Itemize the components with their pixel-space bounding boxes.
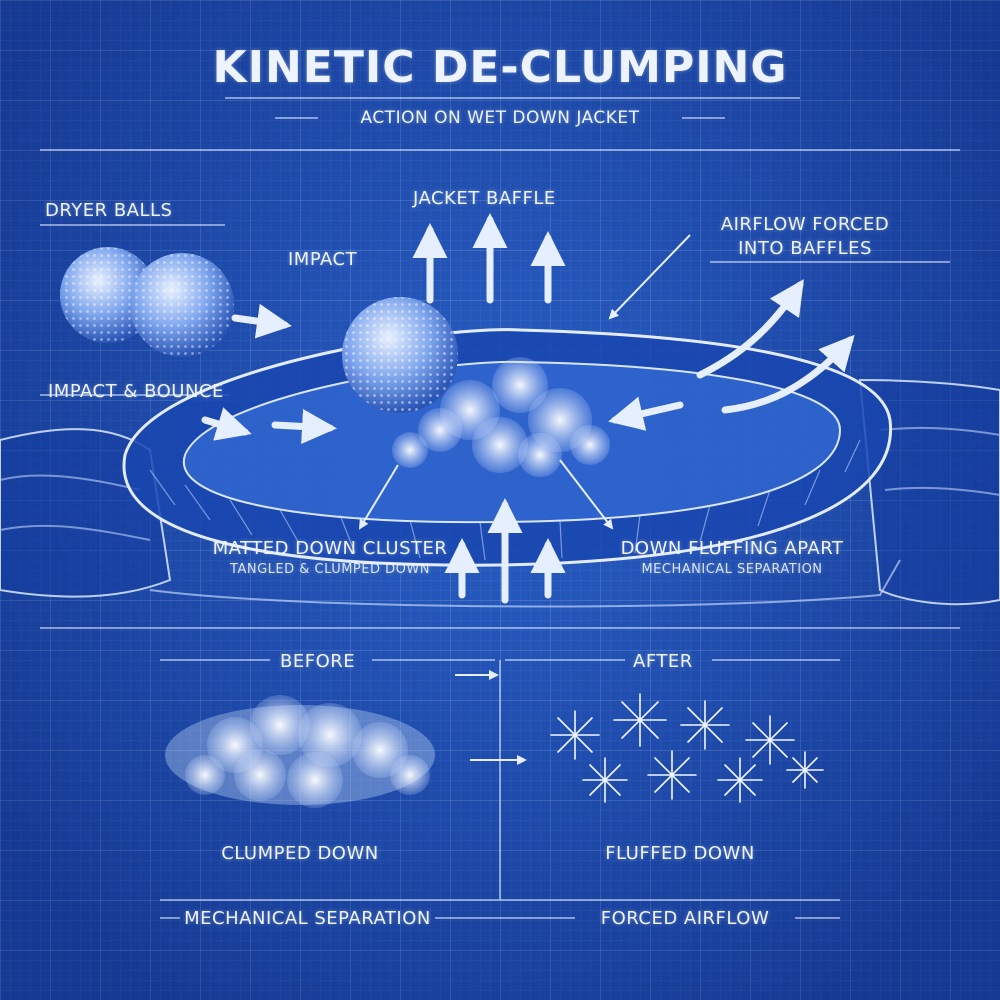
diagram-subtitle: ACTION ON WET DOWN JACKET (360, 108, 640, 128)
label-before: BEFORE (280, 651, 356, 672)
label-matted-cluster-sub: TANGLED & CLUMPED DOWN (230, 562, 430, 577)
label-fluffed-down: FLUFFED DOWN (605, 843, 755, 864)
clumped-down-illustration (165, 695, 435, 808)
diagram-title: KINETIC DE-CLUMPING (212, 42, 788, 93)
frame-lines (40, 97, 960, 919)
label-impact-bounce: IMPACT & BOUNCE (48, 381, 224, 402)
leader-lines (358, 234, 691, 765)
footer-forced-airflow: FORCED AIRFLOW (600, 908, 770, 929)
label-fluffing-apart: DOWN FLUFFING APART (620, 538, 844, 559)
label-clumped-down: CLUMPED DOWN (221, 843, 379, 864)
label-jacket-baffle: JACKET BAFFLE (413, 188, 556, 209)
dryer-balls (60, 247, 458, 413)
motion-arrows (201, 213, 855, 604)
label-impact: IMPACT (288, 249, 358, 270)
label-matted-cluster: MATTED DOWN CLUSTER (212, 538, 448, 559)
footer-mechanical-separation: MECHANICAL SEPARATION (184, 908, 431, 929)
label-dryer-balls: DRYER BALLS (45, 200, 173, 221)
label-after: AFTER (633, 651, 693, 672)
label-fluffing-apart-sub: MECHANICAL SEPARATION (641, 562, 823, 577)
fluffed-down-illustration (550, 693, 824, 803)
label-into-baffles: INTO BAFFLES (738, 238, 872, 259)
down-cluster (392, 357, 610, 477)
label-airflow-forced: AIRFLOW FORCED (720, 214, 890, 235)
